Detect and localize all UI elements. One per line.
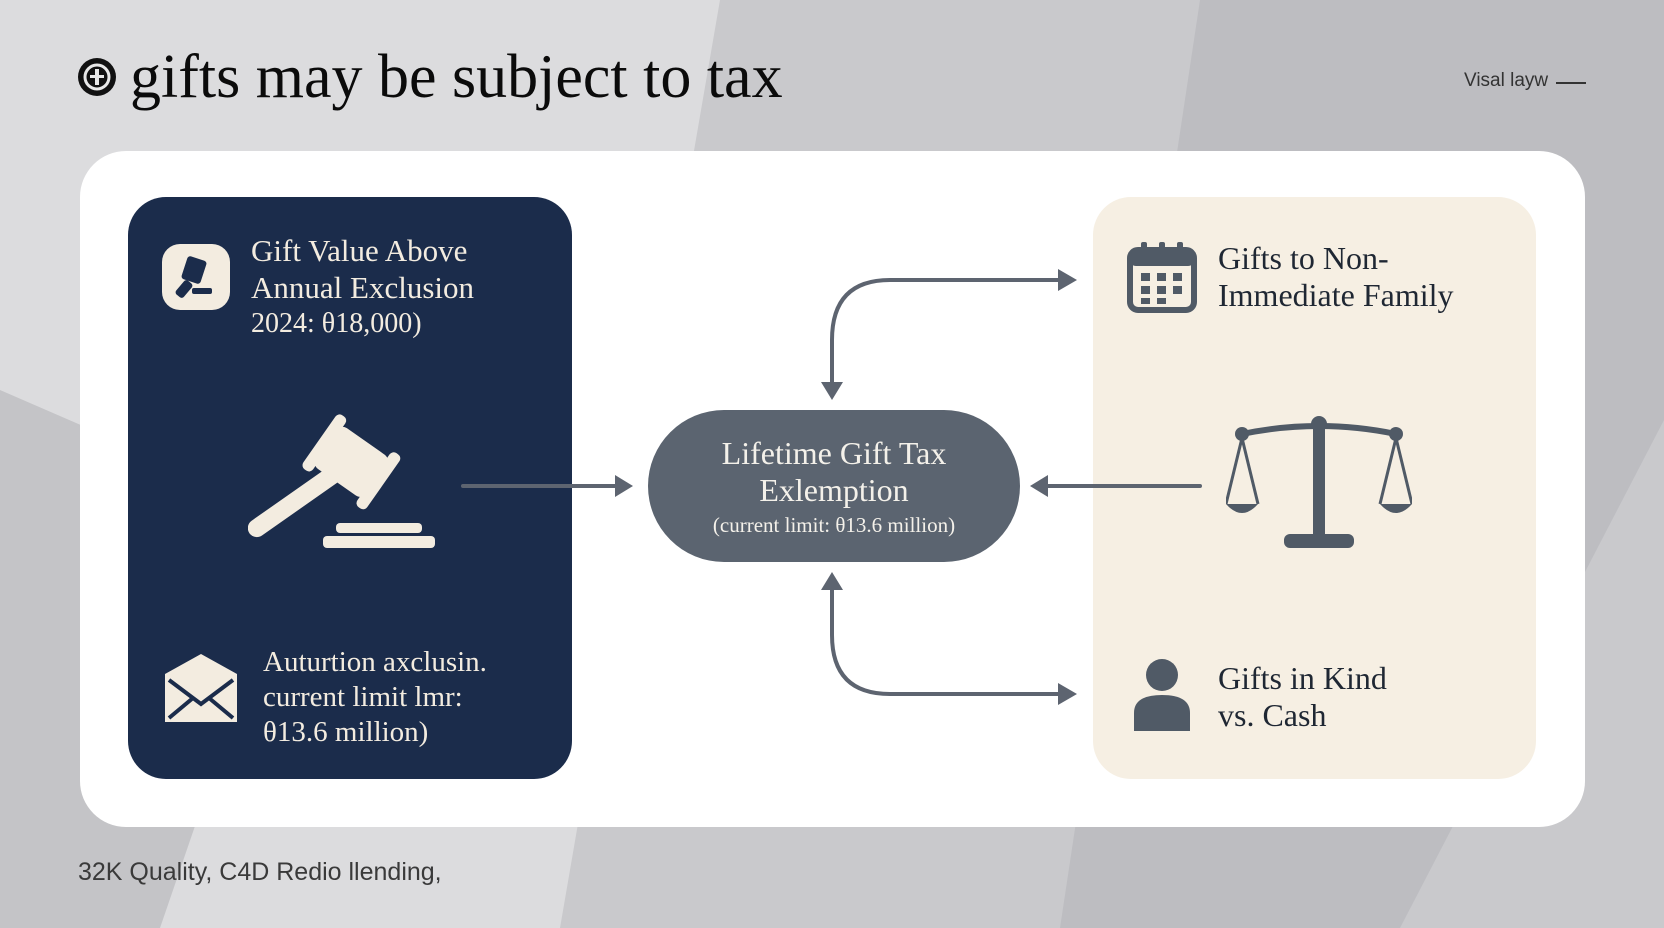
left-bottom-line-2: current limit lmr: (263, 681, 463, 713)
center-title-line-2: Exlemption (759, 471, 909, 508)
corner-label: Visal layw (1464, 70, 1549, 91)
right-bottom-line-2: vs. Cash (1218, 697, 1327, 733)
right-bottom-line-1: Gifts in Kind (1218, 660, 1387, 696)
right-top-line-2: Immediate Family (1218, 277, 1454, 313)
left-card-heading: Gift Value Above Annual Exclusion (251, 232, 571, 306)
left-heading-line-2: Annual Exclusion (251, 270, 474, 305)
right-top-line-1: Gifts to Non- (1218, 240, 1389, 276)
left-heading-line-1: Gift Value Above (251, 233, 468, 268)
left-bottom-line-3: θ13.6 million) (263, 716, 429, 748)
center-title: Lifetime Gift Tax Exlemption (704, 435, 964, 509)
left-card-bottom-text: Auturtion axclusin. current limit lmr: θ… (263, 645, 563, 750)
person-icon (1134, 659, 1190, 731)
corner-rule (1556, 82, 1586, 84)
right-card-top-heading: Gifts to Non- Immediate Family (1218, 240, 1518, 314)
footer-caption: 32K Quality, C4D Redio llending, (78, 858, 442, 886)
left-bottom-line-1: Auturtion axclusin. (263, 646, 487, 678)
scales-icon (1226, 416, 1412, 548)
gavel-badge (162, 244, 230, 310)
left-card-subline: 2024: θ18,000) (251, 308, 422, 339)
envelope-icon (165, 654, 237, 722)
center-title-line-1: Lifetime Gift Tax (721, 434, 947, 471)
right-card-bottom-heading: Gifts in Kind vs. Cash (1218, 660, 1478, 734)
title-row: gifts may be subject to tax (76, 46, 783, 108)
calendar-icon (1127, 242, 1197, 313)
lifetime-exemption-node: Lifetime Gift Tax Exlemption (current li… (648, 410, 1020, 562)
coin-icon (78, 58, 116, 96)
gavel-badge-icon (175, 256, 212, 298)
center-subtitle: (current limit: θ13.6 million) (712, 512, 956, 537)
gavel-icon (248, 414, 435, 548)
page-title: gifts may be subject to tax (130, 43, 783, 111)
